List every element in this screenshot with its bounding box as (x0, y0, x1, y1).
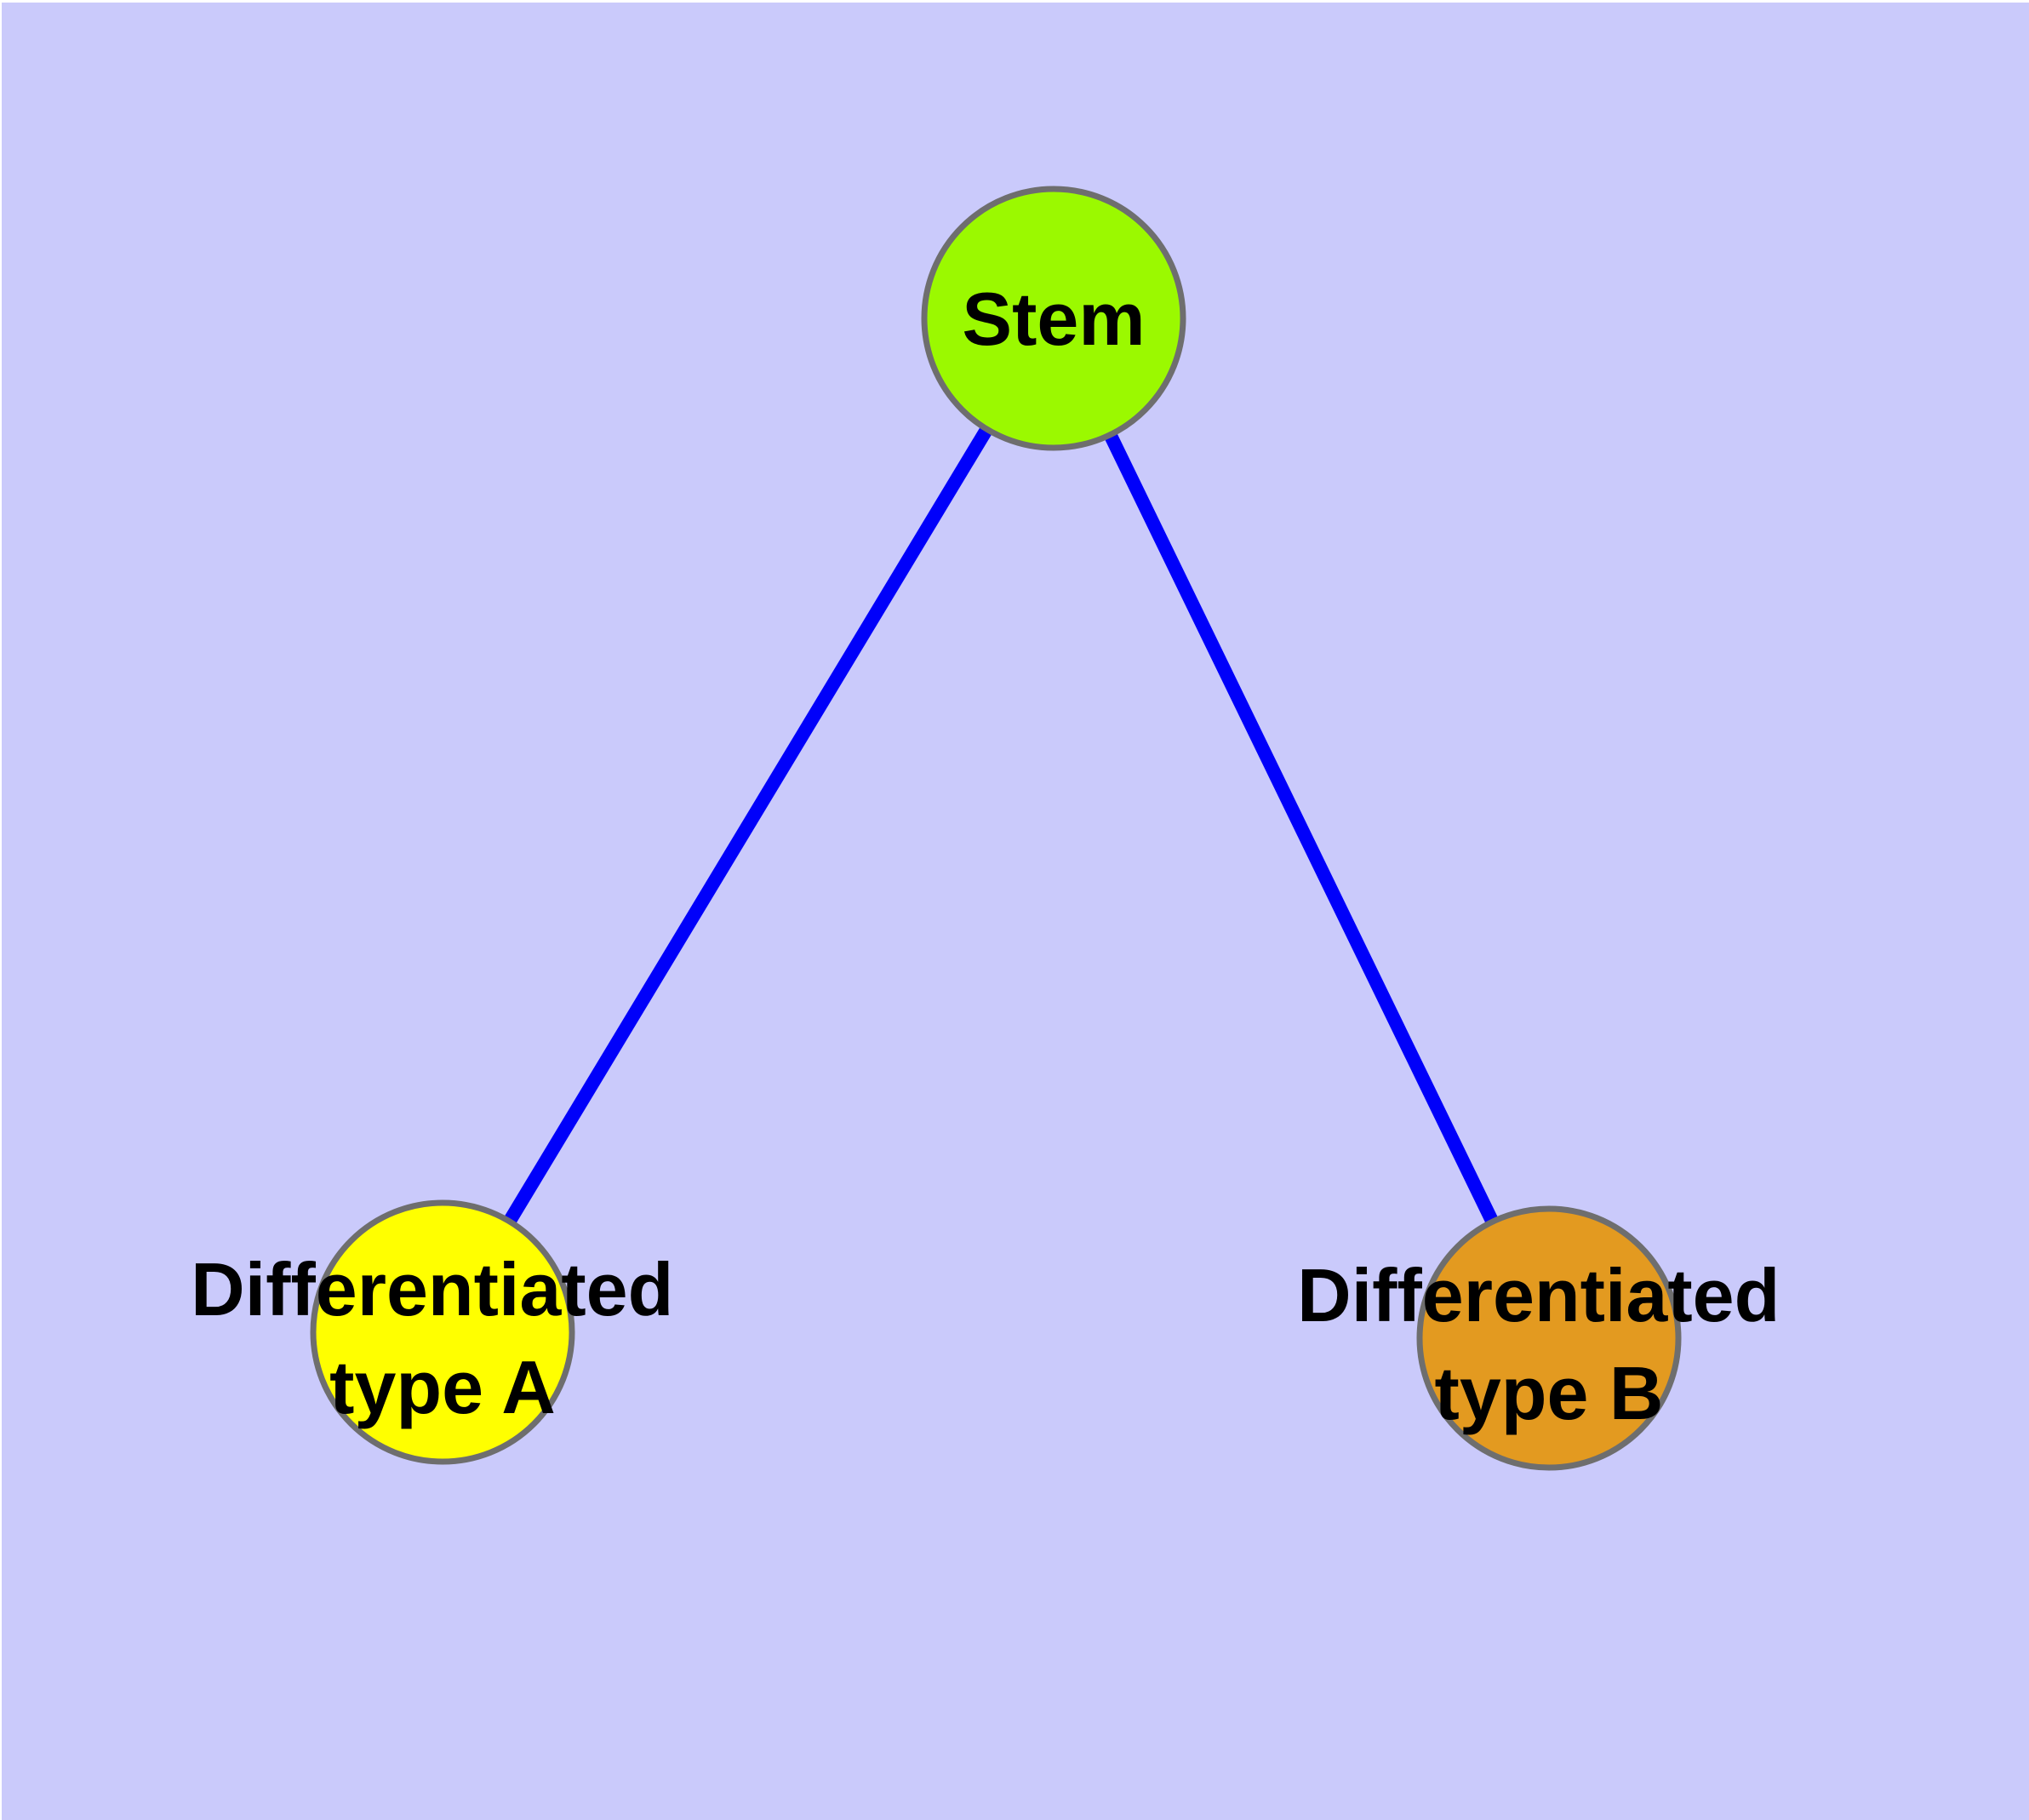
edge-stem-to-type-b (1047, 315, 1556, 1342)
node-type-b-label-line1: Differentiated (1297, 1253, 1780, 1337)
node-type-b-label-line2: type B (1435, 1351, 1664, 1435)
node-stem-label: Stem (962, 277, 1145, 361)
node-type-a-circle (310, 1199, 575, 1465)
node-type-b-circle (1416, 1205, 1682, 1471)
node-type-a-label-line1: Differentiated (191, 1247, 673, 1331)
node-type-b-label: Differentiated type B (1297, 1253, 1801, 1435)
node-stem-circle (921, 186, 1186, 451)
node-type-a-label: Differentiated type A (191, 1247, 694, 1429)
node-type-a-label-line2: type A (329, 1345, 556, 1429)
edge-stem-to-type-a (437, 314, 1060, 1336)
